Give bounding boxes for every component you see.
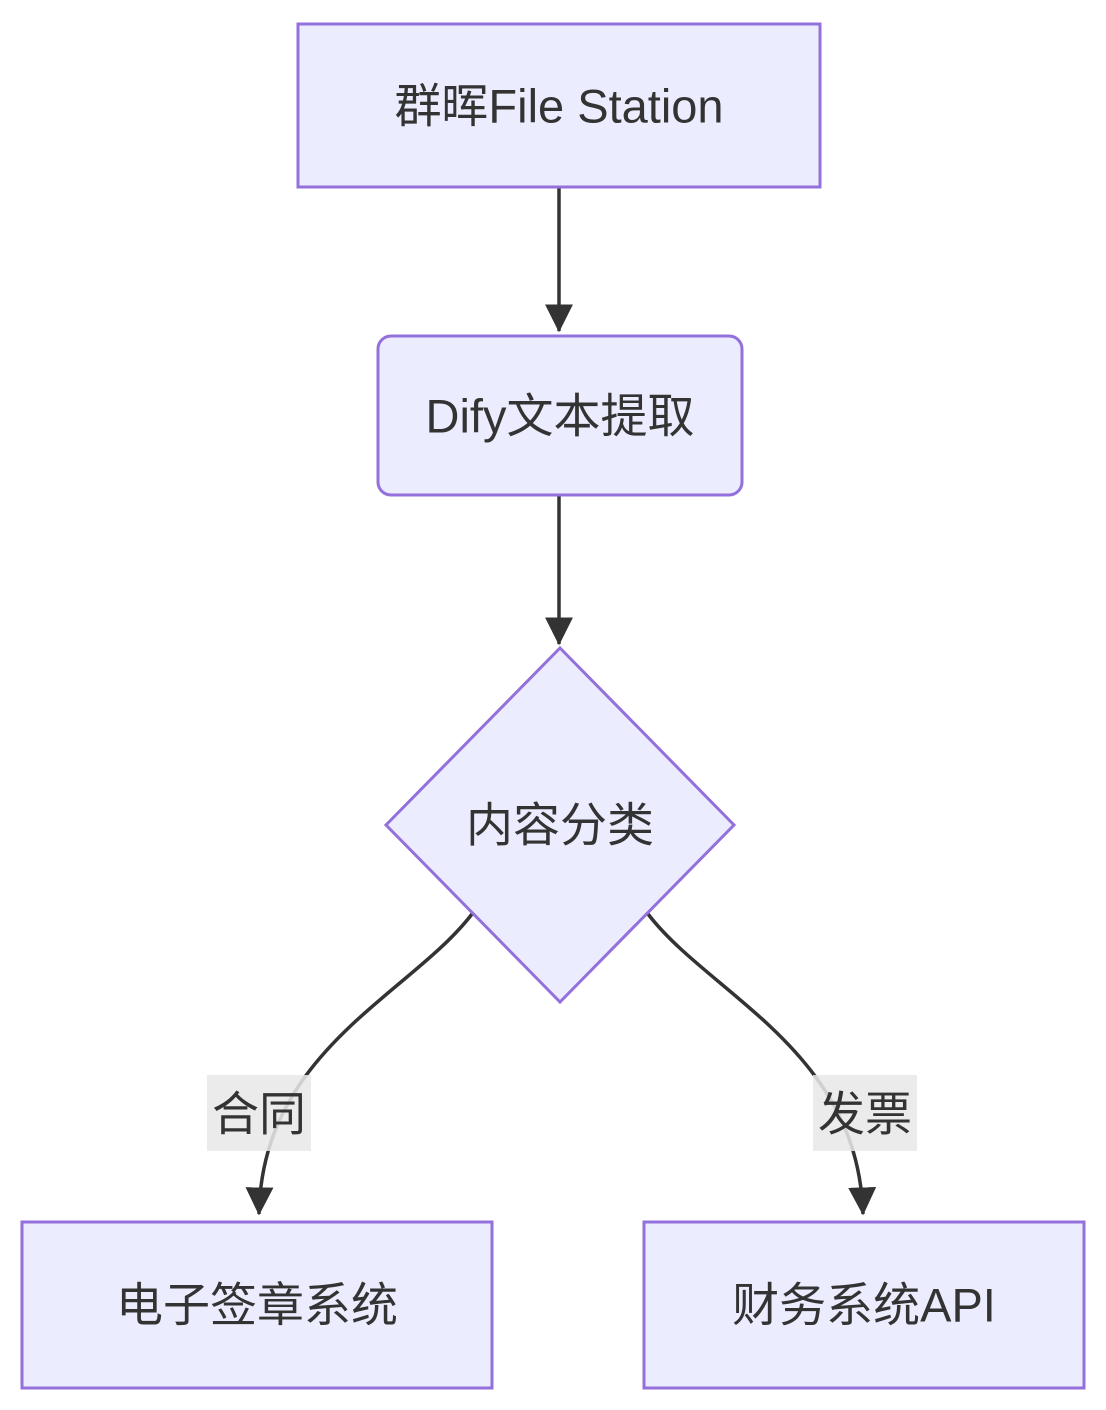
edge-label-contract-bg: [207, 1075, 311, 1151]
node-filestation-shape: [296, 22, 822, 189]
node-content-classify-shape: [383, 645, 737, 1005]
node-esign-system: 电子签章系统: [20, 1220, 494, 1390]
node-content-classify: 内容分类: [383, 645, 737, 1005]
edge-label-invoice-bg: [813, 1075, 917, 1151]
node-dify-text-extract: Dify文本提取: [376, 334, 744, 497]
edge-label-invoice-text: 发票: [818, 1088, 912, 1141]
node-dify-text-extract-label: Dify文本提取: [426, 390, 695, 443]
edge-label-invoice: 发票: [813, 1075, 917, 1151]
node-finance-api-label: 财务系统API: [732, 1279, 996, 1332]
node-esign-system-label: 电子签章系统: [116, 1279, 398, 1332]
edge-classify-to-esign: [245, 912, 474, 1216]
node-content-classify-label: 内容分类: [466, 799, 654, 852]
node-dify-text-extract-shape: [376, 334, 744, 497]
node-finance-api-shape: [642, 1220, 1086, 1390]
node-esign-system-shape: [20, 1220, 494, 1390]
node-finance-api: 财务系统API: [642, 1220, 1086, 1390]
node-filestation: 群晖File Station: [296, 22, 822, 189]
edge-classify-to-finance: [646, 912, 877, 1216]
edge-label-contract: 合同: [207, 1075, 311, 1151]
node-filestation-label: 群晖File Station: [394, 80, 723, 133]
edge-label-contract-text: 合同: [212, 1088, 306, 1141]
